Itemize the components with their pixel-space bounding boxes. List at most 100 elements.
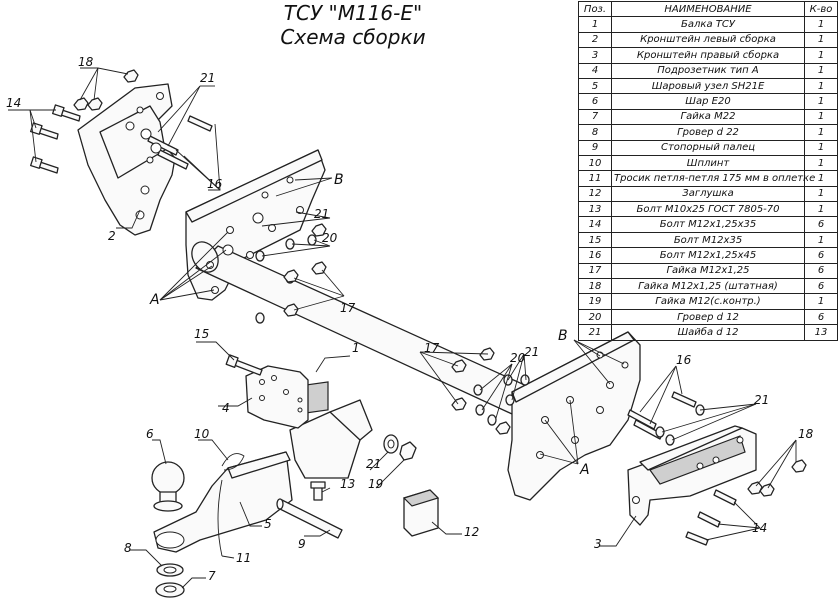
cell-pos: 11 bbox=[578, 170, 612, 187]
cell-qty: 1 bbox=[804, 231, 838, 249]
cell-name: Кронштейн левый сборка bbox=[611, 31, 805, 49]
cell-qty: 1 bbox=[804, 16, 838, 33]
ball-mount bbox=[153, 451, 293, 553]
callout-21-bottom: 21 bbox=[366, 457, 381, 471]
cell-qty: 1 bbox=[804, 77, 838, 95]
cell-name: Шайба d 12 bbox=[611, 324, 805, 341]
cell-qty: 6 bbox=[804, 308, 838, 326]
locking-pin bbox=[276, 498, 343, 539]
cell-qty: 1 bbox=[804, 293, 838, 310]
col-header-qty: К-во bbox=[804, 0, 838, 18]
cell-qty: 1 bbox=[804, 93, 838, 110]
cell-qty: 1 bbox=[804, 139, 838, 156]
cell-name: Шаровый узел SH21E bbox=[611, 77, 805, 95]
cell-pos: 4 bbox=[578, 62, 612, 79]
cell-pos: 16 bbox=[578, 247, 612, 264]
col-header-pos: Поз. bbox=[578, 0, 612, 18]
cell-qty: 13 bbox=[804, 324, 838, 341]
bolt-13 bbox=[310, 481, 326, 501]
cell-name: Подрозетник тип А bbox=[611, 62, 805, 79]
cell-qty: 1 bbox=[804, 31, 838, 49]
cell-pos: 2 bbox=[578, 31, 612, 49]
cell-name: Заглушка bbox=[611, 185, 805, 203]
nut-18-right-group bbox=[747, 459, 807, 497]
cell-pos: 9 bbox=[578, 139, 612, 156]
callout-13: 13 bbox=[340, 477, 355, 491]
cell-qty: 6 bbox=[804, 278, 838, 295]
col-header-name: НАИМЕНОВАНИЕ bbox=[611, 0, 805, 18]
callout-10: 10 bbox=[194, 427, 210, 441]
cell-qty: 6 bbox=[804, 262, 838, 280]
nut-18-left-group bbox=[73, 69, 139, 111]
callout-8: 8 bbox=[124, 541, 132, 555]
callout-4: 4 bbox=[222, 401, 230, 415]
right-bracket bbox=[627, 425, 757, 526]
callout-17-right: 17 bbox=[424, 341, 440, 355]
bolt-15 bbox=[225, 354, 263, 376]
cell-qty: 6 bbox=[804, 216, 838, 233]
callout-11: 11 bbox=[236, 551, 251, 565]
cotter-pin bbox=[221, 453, 245, 471]
callout-16-left: 16 bbox=[207, 177, 223, 191]
callout-18-right: 18 bbox=[798, 427, 814, 441]
bolt-14-left-group bbox=[30, 104, 81, 174]
cell-qty: 1 bbox=[804, 62, 838, 79]
cell-name: Болт М12х1,25х45 bbox=[611, 247, 805, 264]
cell-qty: 6 bbox=[804, 247, 838, 264]
cell-name: Шар E20 bbox=[611, 93, 805, 110]
plug bbox=[402, 489, 440, 537]
cell-pos: 21 bbox=[578, 324, 612, 341]
callout-B-left: B bbox=[334, 172, 344, 188]
callout-A-right: A bbox=[579, 462, 590, 478]
cell-pos: 12 bbox=[578, 185, 612, 203]
callout-16-right: 16 bbox=[676, 353, 692, 367]
cell-name: Болт М12х1,25х35 bbox=[611, 216, 805, 233]
cell-name: Шплинт bbox=[611, 154, 805, 172]
grover-22 bbox=[156, 563, 184, 577]
left-bracket bbox=[77, 83, 176, 236]
cell-pos: 19 bbox=[578, 293, 612, 310]
tow-ball bbox=[151, 461, 185, 512]
cell-qty: 1 bbox=[804, 108, 838, 126]
cell-qty: 1 bbox=[804, 154, 838, 172]
cell-pos: 1 bbox=[578, 16, 612, 33]
washer-21-nut-19 bbox=[383, 434, 417, 461]
cell-pos: 15 bbox=[578, 231, 612, 249]
callout-B-right: B bbox=[558, 328, 568, 344]
cell-name: Гровер d 12 bbox=[611, 308, 805, 326]
leader-lines bbox=[8, 67, 797, 589]
drawing-title: ТСУ "M116-E" bbox=[283, 1, 423, 25]
cell-name: Гайка М12х1,25 bbox=[611, 262, 805, 280]
cell-name: Кронштейн правый сборка bbox=[611, 47, 805, 64]
beam bbox=[185, 149, 641, 501]
drawing-subtitle: Схема сборки bbox=[280, 25, 426, 49]
callout-9: 9 bbox=[298, 537, 306, 551]
cell-name: Гайка М12(с.контр.) bbox=[611, 293, 805, 310]
cell-name: Гайка М22 bbox=[611, 108, 805, 126]
callout-18-left: 18 bbox=[78, 55, 94, 69]
callout-20-right: 20 bbox=[510, 351, 526, 365]
callout-21-right: 21 bbox=[754, 393, 769, 407]
callout-21-right-top: 21 bbox=[524, 345, 539, 359]
callout-A-left: A bbox=[149, 292, 160, 308]
callout-12: 12 bbox=[464, 525, 479, 539]
